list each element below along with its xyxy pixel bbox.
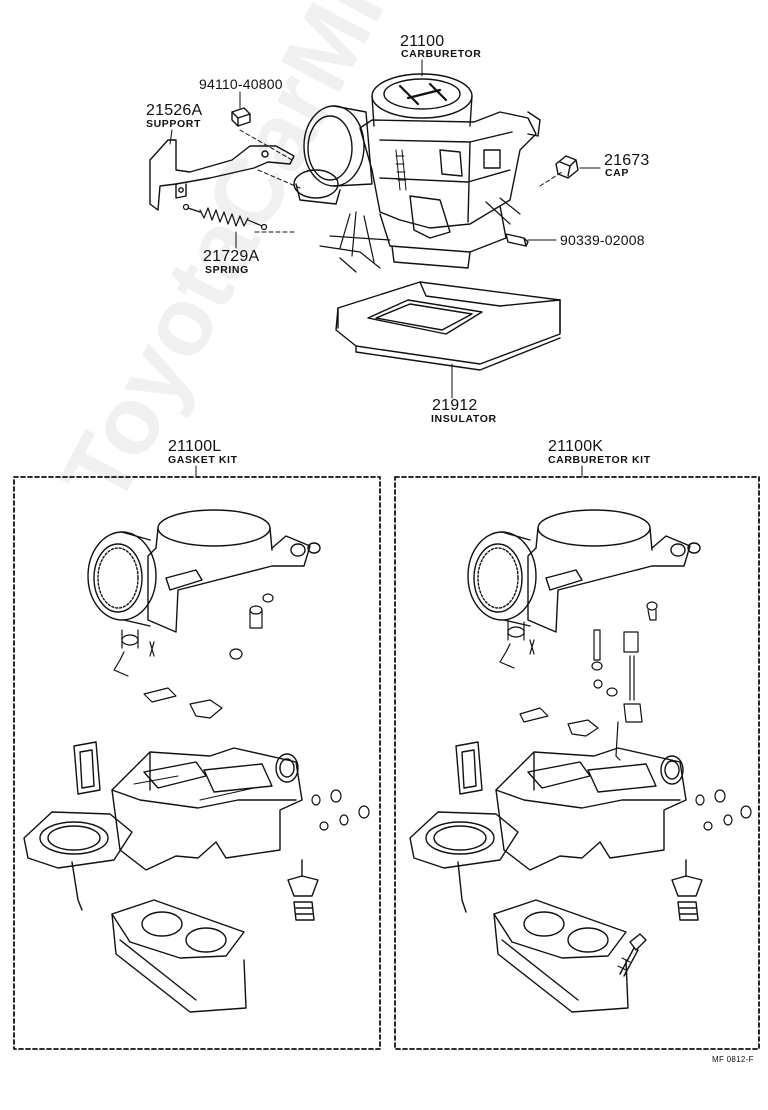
ckit-base-gasket[interactable] <box>409 811 519 913</box>
carburetor-kit-part-name: CARBURETOR KIT <box>548 454 651 466</box>
insulator[interactable] <box>335 281 561 371</box>
nut-part-number[interactable]: 94110-40800 <box>199 76 283 92</box>
support-part-number[interactable]: 21526A <box>146 102 203 119</box>
plug[interactable] <box>505 233 529 247</box>
ckit-insulator-gasket[interactable] <box>493 899 629 1013</box>
ckit-main-body[interactable] <box>455 741 687 871</box>
kit-small-parts[interactable] <box>113 593 274 719</box>
ckit-screw[interactable] <box>617 933 647 977</box>
plug-part-number[interactable]: 90339-02008 <box>560 232 645 248</box>
diagram-code: MF 0812-F <box>712 1055 754 1064</box>
kit-insulator-gasket[interactable] <box>111 899 247 1013</box>
spring-part-number[interactable]: 21729A <box>203 248 260 265</box>
gasket-kit-contents <box>23 509 370 1013</box>
carburetor-part-name: CARBURETOR <box>401 48 482 60</box>
cap-part-name: CAP <box>605 167 629 179</box>
carburetor-assembly[interactable] <box>293 73 541 273</box>
cap-part-number[interactable]: 21673 <box>604 152 650 169</box>
gasket-kit-part-name: GASKET KIT <box>168 454 238 466</box>
cap[interactable] <box>555 155 579 179</box>
ckit-small-parts[interactable] <box>499 601 658 761</box>
ckit-air-horn[interactable] <box>467 509 701 633</box>
carburetor-part-number[interactable]: 21100 <box>400 33 445 50</box>
spring[interactable] <box>182 203 268 231</box>
insulator-part-name: INSULATOR <box>431 413 497 425</box>
kit-base-gasket[interactable] <box>23 811 133 911</box>
kit-air-horn[interactable] <box>87 509 321 633</box>
spring-part-name: SPRING <box>205 264 249 276</box>
leader-lines <box>169 59 601 399</box>
kit-main-body[interactable] <box>73 741 303 871</box>
kit-washers[interactable] <box>311 789 370 831</box>
support-bracket[interactable] <box>149 139 295 211</box>
gasket-kit-box <box>13 476 381 1050</box>
kit-diaphragm[interactable] <box>287 859 319 921</box>
carburetor-kit-contents <box>409 509 752 1013</box>
insulator-part-number[interactable]: 21912 <box>432 397 478 414</box>
carburetor-kit-part-number[interactable]: 21100K <box>548 438 604 455</box>
ckit-washers[interactable] <box>695 789 752 831</box>
gasket-kit-part-number[interactable]: 21100L <box>168 438 222 455</box>
carburetor-kit-box <box>394 476 760 1050</box>
ckit-diaphragm[interactable] <box>671 859 703 921</box>
nut[interactable] <box>231 107 251 127</box>
support-part-name: SUPPORT <box>146 118 201 130</box>
